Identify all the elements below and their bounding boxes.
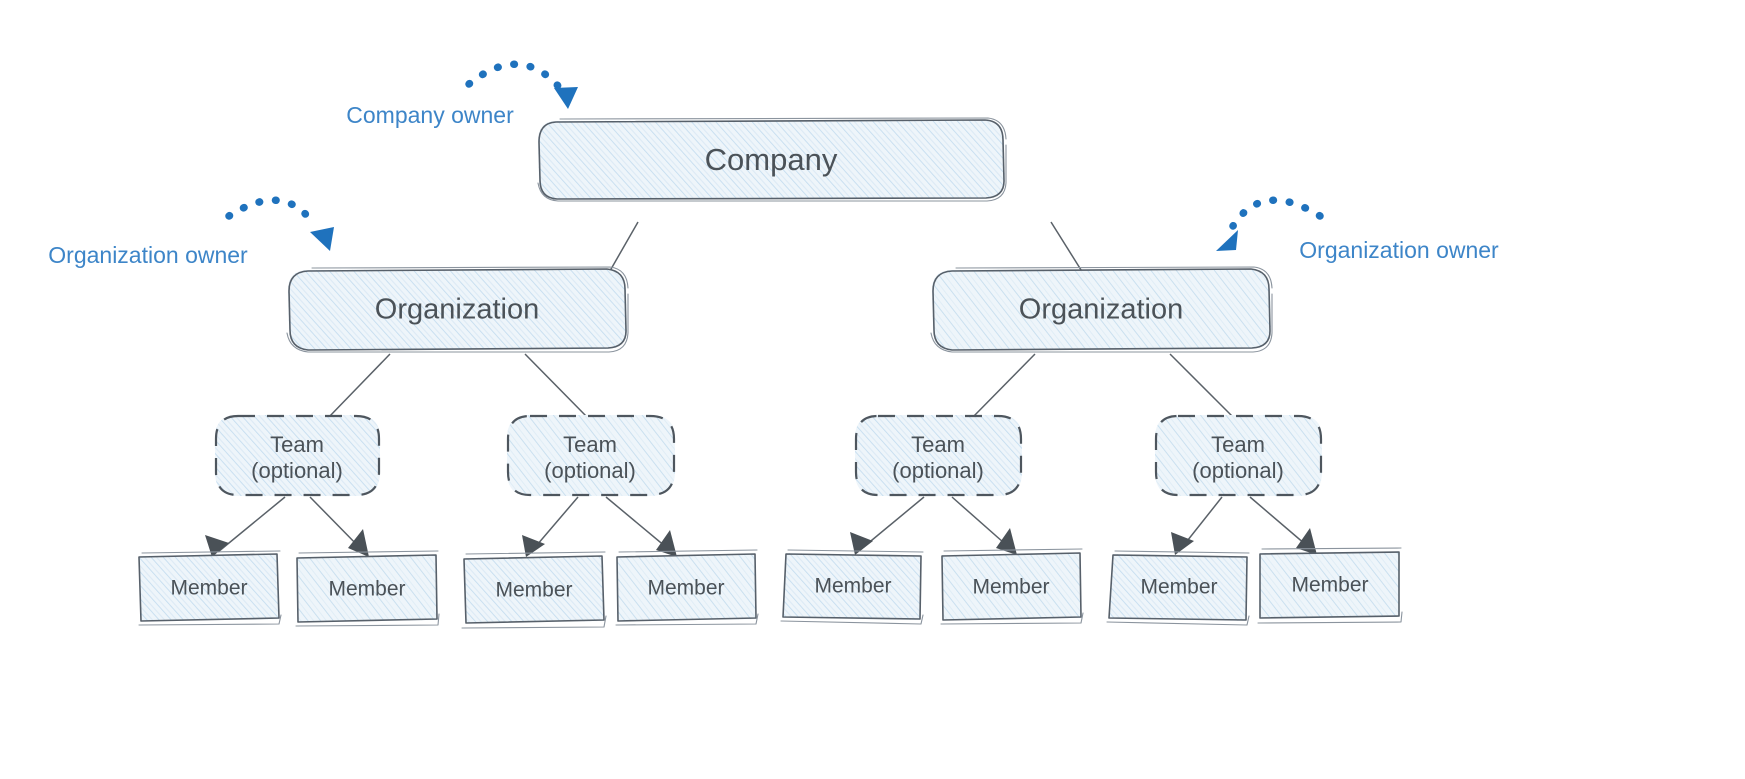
edge-organization-left-to-team-2 <box>524 353 589 419</box>
node-company[interactable]: Company <box>537 117 1007 202</box>
node-team-3-label-line1: Team <box>911 432 965 457</box>
edge-team-2-to-member-4 <box>605 496 677 557</box>
node-member-3-label: Member <box>495 579 572 602</box>
annotation-organization-owner-right: Organization owner <box>1216 196 1499 263</box>
annotation-organization-owner-left: Organization owner <box>48 196 334 268</box>
edge-organization-right-to-team-3 <box>971 353 1036 419</box>
node-company-label: Company <box>705 142 838 177</box>
edge-organization-left-to-team-1 <box>327 353 391 419</box>
node-member-2[interactable]: Member <box>295 550 440 627</box>
edge-team-3-to-member-5 <box>850 496 925 555</box>
node-team-1-label-line1: Team <box>270 432 324 457</box>
annotation-organization-owner-right-label: Organization owner <box>1299 237 1499 263</box>
edge-team-1-to-member-1 <box>205 496 286 557</box>
node-team-4[interactable]: Team (optional) <box>1154 414 1323 497</box>
edge-team-4-to-member-7 <box>1171 496 1223 555</box>
edge-team-3-to-member-6 <box>951 496 1017 555</box>
edge-organization-right-to-team-4 <box>1169 353 1235 419</box>
annotation-company-owner: Company owner <box>346 60 578 128</box>
edge-team-4-to-member-8 <box>1249 496 1317 555</box>
node-team-4-label-line1: Team <box>1211 432 1265 457</box>
node-member-3[interactable]: Member <box>461 551 607 629</box>
node-team-2[interactable]: Team (optional) <box>506 414 676 497</box>
node-team-2-label-line1: Team <box>563 432 617 457</box>
node-team-1-label-line2: (optional) <box>251 458 343 483</box>
node-member-7[interactable]: Member <box>1106 550 1250 626</box>
node-member-4-label: Member <box>647 577 724 600</box>
company-owner-arrowhead <box>554 87 578 109</box>
organization-owner-left-arrow <box>225 196 319 230</box>
organization-owner-left-arrowhead <box>310 227 334 251</box>
node-member-6-label: Member <box>972 576 1049 599</box>
node-team-2-label-line2: (optional) <box>544 458 636 483</box>
node-member-2-label: Member <box>328 578 405 601</box>
node-organization-right-label: Organization <box>1019 294 1183 326</box>
node-team-3[interactable]: Team (optional) <box>854 414 1023 497</box>
annotation-organization-owner-left-label: Organization owner <box>48 242 248 268</box>
node-member-5-label: Member <box>814 575 891 598</box>
edge-team-1-to-member-2 <box>309 496 369 557</box>
node-member-8[interactable]: Member <box>1257 547 1403 624</box>
node-organization-left-label: Organization <box>375 294 539 326</box>
node-member-7-label: Member <box>1140 576 1217 599</box>
edge-team-2-to-member-3 <box>522 496 579 557</box>
node-team-3-label-line2: (optional) <box>892 458 984 483</box>
node-member-5[interactable]: Member <box>780 549 924 625</box>
node-member-1[interactable]: Member <box>138 550 282 626</box>
node-member-4[interactable]: Member <box>615 549 759 626</box>
node-team-1[interactable]: Team (optional) <box>214 414 381 497</box>
node-member-6[interactable]: Member <box>940 548 1084 625</box>
company-owner-arrow <box>465 60 563 91</box>
annotation-company-owner-label: Company owner <box>346 102 514 128</box>
organization-owner-right-arrow <box>1229 196 1324 230</box>
node-member-1-label: Member <box>170 577 247 600</box>
organization-owner-right-arrowhead <box>1216 230 1238 251</box>
node-organization-left[interactable]: Organization <box>286 266 629 353</box>
node-team-4-label-line2: (optional) <box>1192 458 1284 483</box>
node-organization-right[interactable]: Organization <box>930 266 1273 353</box>
node-member-8-label: Member <box>1291 574 1368 597</box>
